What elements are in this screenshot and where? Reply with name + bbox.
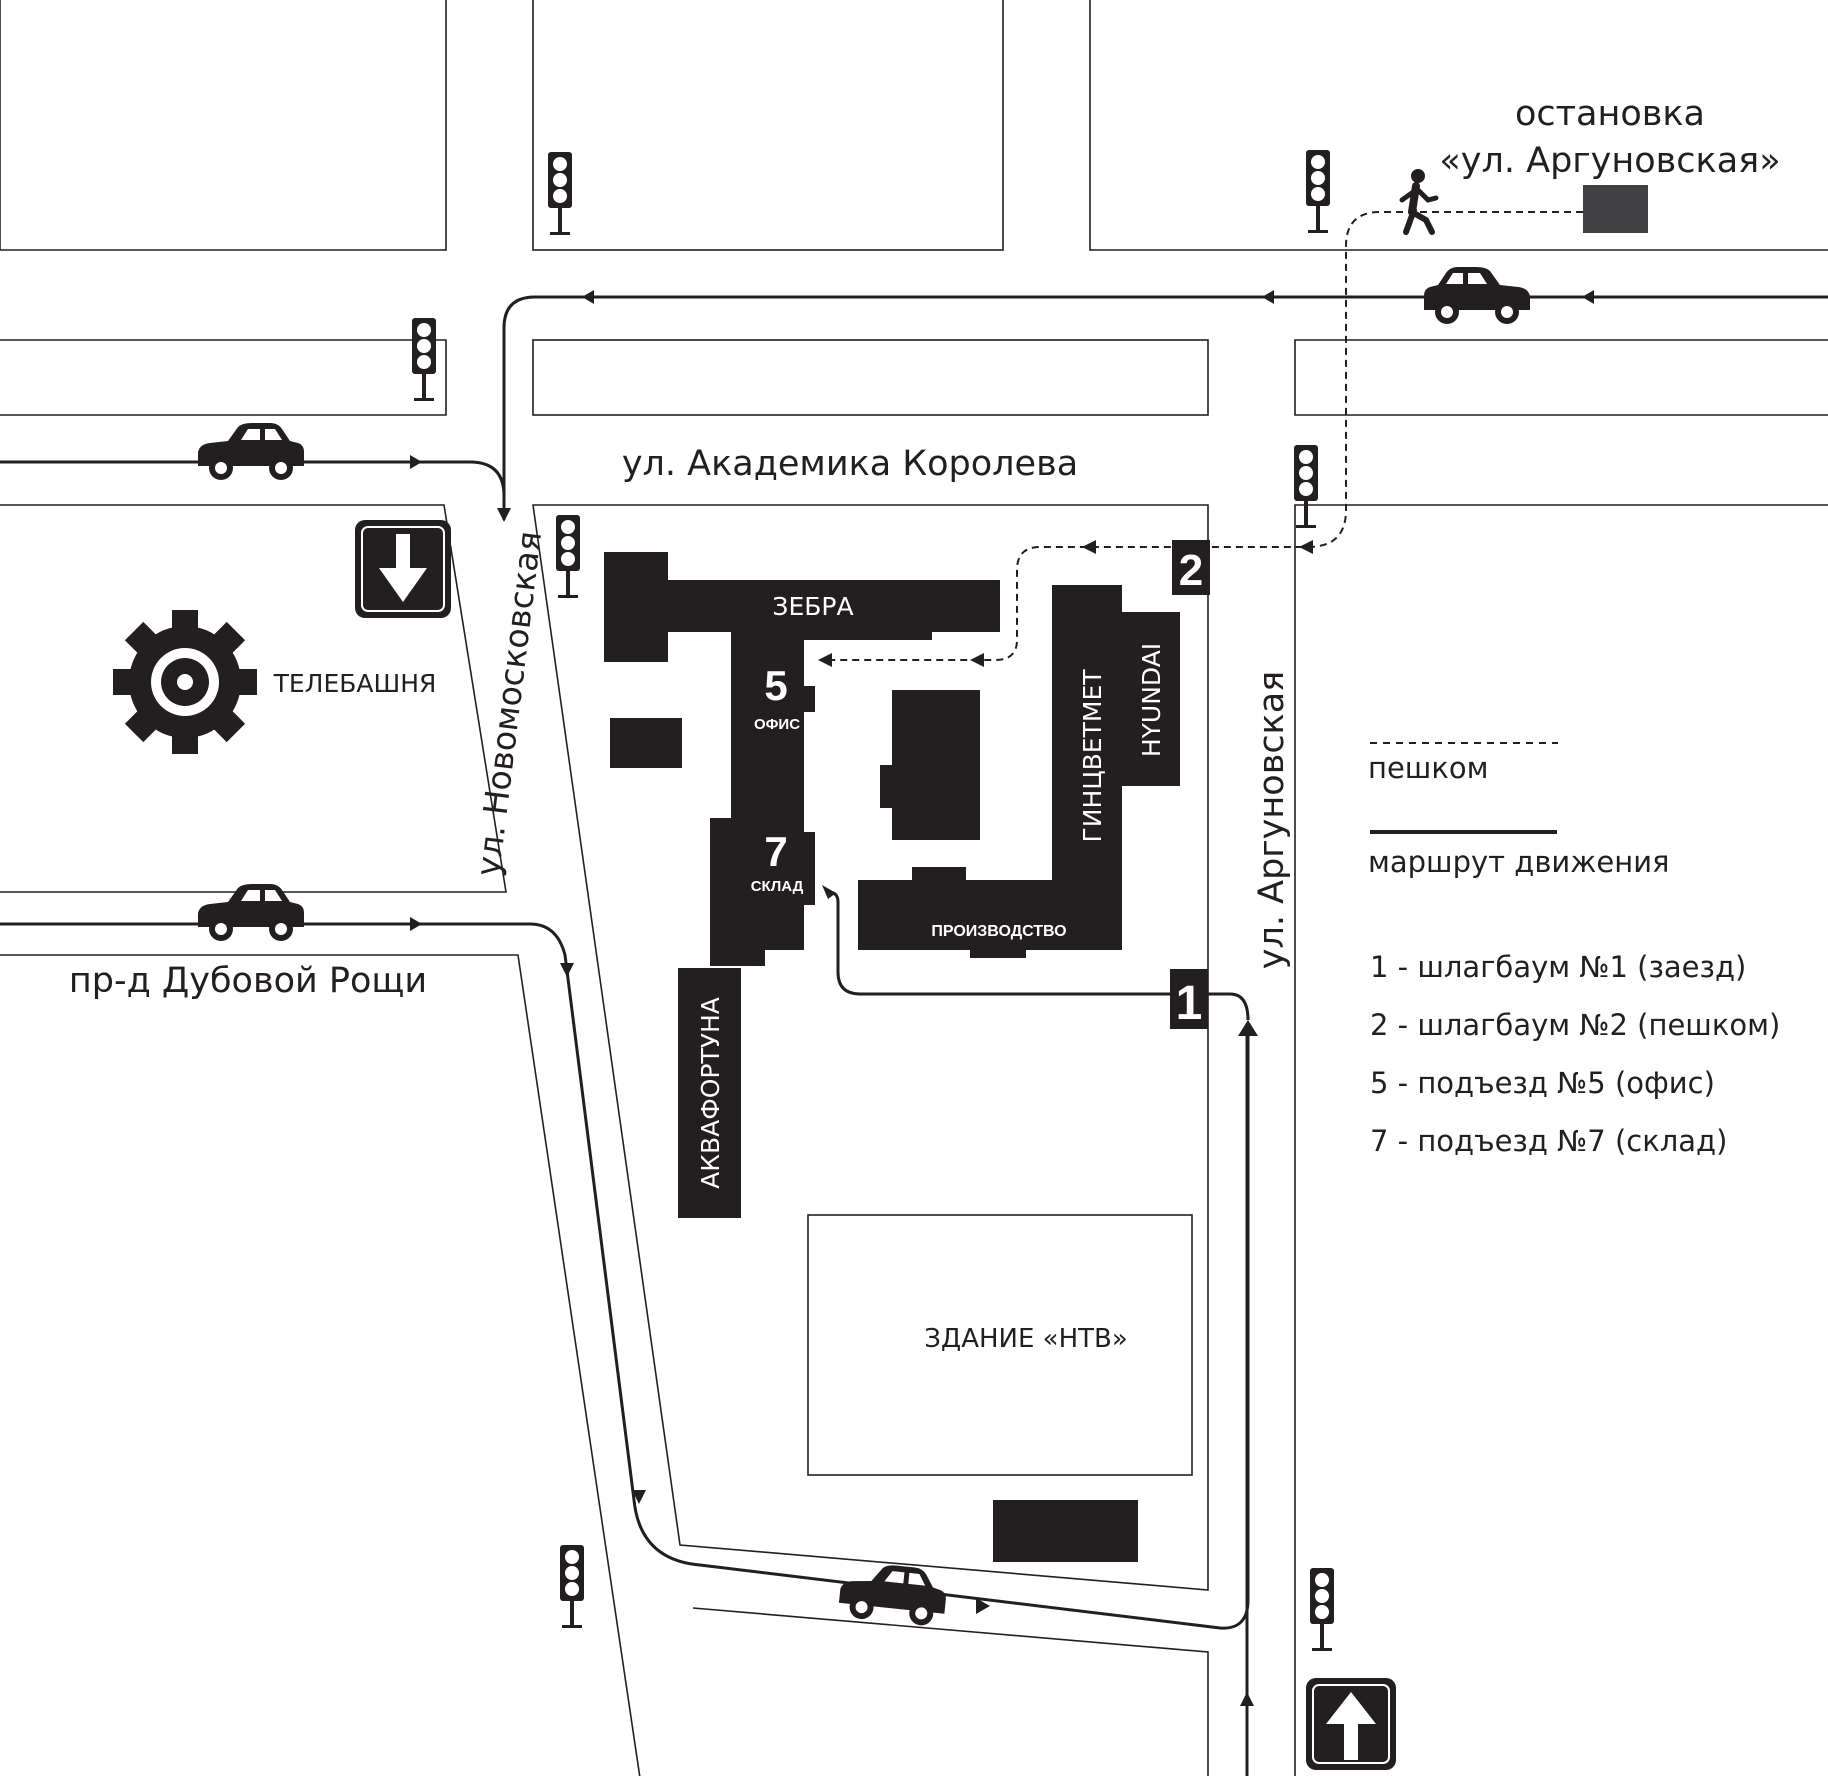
- label-tv-tower: ТЕЛЕБАШНЯ: [273, 669, 437, 698]
- legend-item: 7 - подъезд №7 (склад): [1370, 1124, 1727, 1158]
- legend: пешком маршрут движения 1 - шлагбаум №1 …: [1368, 742, 1780, 1158]
- street-korolev: ул. Академика Королева: [622, 444, 1078, 484]
- label-ntv: ЗДАНИЕ «НТВ»: [924, 1324, 1128, 1354]
- street-argunovskaya: ул. Аргуновская: [1252, 671, 1292, 969]
- svg-text:1: 1: [1176, 977, 1203, 1030]
- building-dark-block: [993, 1500, 1138, 1562]
- gear-icon: [113, 610, 257, 754]
- legend-item: 5 - подъезд №5 (офис): [1370, 1066, 1715, 1100]
- gate-2: 2: [1172, 540, 1210, 595]
- traffic-light-icon: [1294, 445, 1318, 528]
- label-hyundai: HYUNDAI: [1137, 643, 1166, 757]
- label-warehouse-number: 7: [764, 828, 787, 875]
- car-icon: [198, 423, 304, 480]
- building-akvafortuna: [678, 968, 741, 1218]
- building-warehouse: [710, 818, 815, 966]
- bus-stop-line1: остановка: [1515, 94, 1705, 134]
- label-zebra: ЗЕБРА: [772, 592, 853, 621]
- bus-stop-icon: [1583, 185, 1648, 233]
- traffic-light-icon: [548, 152, 572, 235]
- building-production: [858, 585, 1180, 958]
- traffic-light-icon: [1306, 150, 1330, 233]
- label-office-number: 5: [764, 662, 787, 709]
- legend-item: 1 - шлагбаум №1 (заезд): [1370, 950, 1746, 984]
- traffic-light-icon: [556, 515, 580, 598]
- street-dubovaya-roshcha: пр-д Дубовой Рощи: [69, 961, 427, 1001]
- traffic-light-icon: [560, 1545, 584, 1628]
- traffic-light-icon: [1310, 1568, 1334, 1651]
- one-way-arrow-icon: [355, 520, 451, 618]
- legend-route-label: маршрут движения: [1368, 845, 1669, 879]
- label-production: ПРОИЗВОДСТВО: [931, 923, 1066, 940]
- car-icon: [1424, 267, 1530, 324]
- one-way-arrow-icon: [1306, 1678, 1396, 1770]
- label-gintsvetmet: ГИНЦВЕТМЕТ: [1078, 669, 1107, 843]
- label-akvafortuna: АКВАФОРТУНА: [696, 997, 725, 1189]
- walking-direction-arrows: [818, 540, 1313, 667]
- building-ntv: [807, 1214, 1193, 1476]
- route-direction-arrows: [410, 290, 1594, 1706]
- legend-walk-label: пешком: [1368, 751, 1488, 785]
- traffic-light-icon: [412, 318, 436, 401]
- pedestrian-icon: [1399, 169, 1439, 235]
- label-warehouse: СКЛАД: [751, 878, 804, 895]
- street-novomoskovskaya: ул. Новомосковская: [468, 529, 549, 878]
- driving-routes: [0, 295, 1828, 1776]
- building-office: [731, 632, 815, 818]
- buildings: [604, 552, 1180, 1562]
- building-zebra: [604, 552, 1000, 662]
- building-small: [610, 718, 682, 768]
- building-center: [880, 690, 980, 840]
- legend-item: 2 - шлагбаум №2 (пешком): [1370, 1008, 1780, 1042]
- bus-stop-line2: «ул. Аргуновская»: [1439, 141, 1780, 181]
- svg-text:2: 2: [1179, 546, 1203, 595]
- building-labels: ЗЕБРА 5 ОФИС 7 СКЛАД ПРОИЗВОДСТВО ГИНЦВЕ…: [273, 592, 1166, 1354]
- gate-1: 1: [1170, 969, 1208, 1030]
- car-icon: [837, 1559, 949, 1628]
- label-office: ОФИС: [754, 716, 800, 733]
